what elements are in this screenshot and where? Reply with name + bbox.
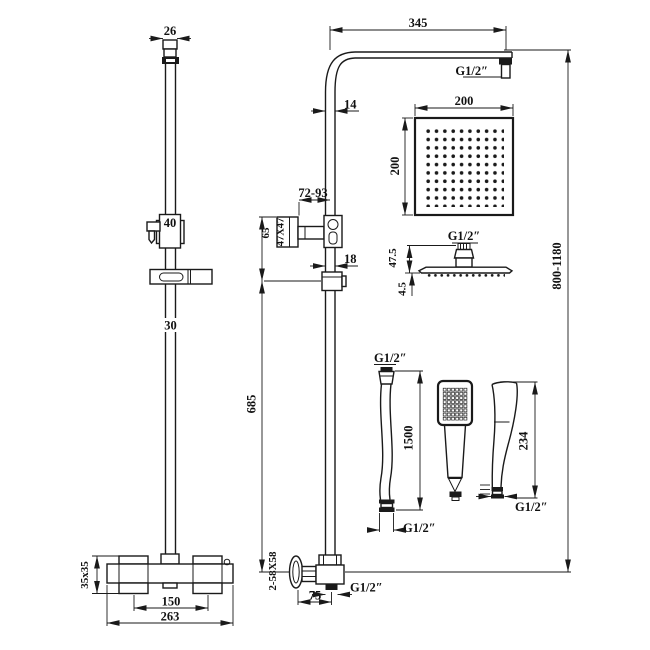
bracket-top-offset-label: 65 [260,227,272,239]
soap-dish [149,268,213,285]
dim-arm-length: 345 [329,16,507,50]
dim-handset-thread: G1/2″ [476,493,548,514]
height-range-label: 800-1180 [550,242,564,289]
dim-elbow-wall-offset: 75 [297,589,332,605]
arm-length-label: 345 [409,16,428,30]
head-width-label: 200 [455,94,474,108]
dim-arm-thread: G1/2″ [455,64,502,78]
slider-width-label: 40 [164,216,177,230]
elbow-wall-offset-label: 75 [309,589,322,603]
dim-valve-overall-width: 263 [106,585,234,626]
overhead-head-front [413,116,515,217]
arm-thread-label: G1/2″ [455,64,488,78]
dim-elbow-outlet-thread: G1/2″ [312,581,383,598]
valve-inlet-centers-label: 150 [162,595,181,609]
elbow-outlet-thread-label: G1/2″ [350,581,383,595]
handset-length-label: 234 [517,431,531,451]
dim-valve-handle-size: 35x35 [79,555,119,594]
head-thread-label: G1/2″ [448,229,481,243]
side-nozzle-row [426,273,505,278]
dim-rail-cap-width: 26 [149,24,191,42]
dim-rail-bar-width: 30 [162,318,179,333]
dim-head-depth: 47.5 [387,245,456,273]
shower-arm [324,51,513,93]
riser-lock-ring [321,271,347,292]
head-depth-label: 47.5 [387,248,399,268]
mixer-valve [106,553,234,595]
nozzle-grid [424,127,504,207]
riser-pipe [324,92,336,555]
dim-hose-bottom-thread: G1/2″ [366,513,436,535]
hose-bottom-thread-label: G1/2″ [403,521,436,535]
dim-bracket-top-offset: 65 [259,216,321,282]
handset-front [436,379,474,501]
hose-top-thread-label: G1/2″ [374,351,407,365]
elbow-flange-size-label: 2-58X58 [267,551,279,591]
dim-riser-lock-width: 18 [310,252,358,269]
wall-bracket: 47X47 [276,214,343,249]
dim-bracket-wall-distance: 72-93 [298,186,330,216]
dim-head-height: 200 [388,117,413,216]
rail-cap-width-label: 26 [164,24,177,38]
bracket-wall-distance-label: 72-93 [298,186,327,200]
valve-handle-size-label: 35x35 [79,561,91,589]
shower-hose: G1/2″ [374,351,407,512]
dim-handset-length: 234 [510,381,538,499]
arm-drop-tube-width-label: 14 [344,98,357,112]
dim-hose-length: 1500 [395,370,423,511]
valve-overall-width-label: 263 [161,610,180,624]
dim-elbow-flange-size: 2-58X58 [267,551,279,591]
head-plate-thickness-label: 4.5 [397,282,409,296]
rail-bar-width-label: 30 [164,319,177,333]
overhead-head-side: G1/2″ [417,229,514,278]
riser-lower-length-label: 685 [245,395,259,414]
riser-lock-width-label: 18 [344,252,357,266]
bracket-plate-size-label: 47X47 [276,218,287,247]
bottom-elbow [288,554,345,590]
handset-side [480,381,518,499]
handset-face-grid [442,387,468,421]
dim-head-plate-thickness: 4.5 [397,272,420,296]
dim-head-width: 200 [414,94,514,116]
dim-riser-lower-length: 685 [245,281,289,573]
dim-height-range: 800-1180 [345,49,571,573]
handset-thread-label: G1/2″ [515,500,548,514]
dim-valve-inlet-centers: 150 [133,595,209,611]
head-height-label: 200 [388,157,402,176]
dim-arm-drop-tube-width: 14 [311,98,359,114]
hose-length-label: 1500 [402,426,416,451]
rail-slider: 40 [146,213,185,249]
slide-rail [162,39,179,554]
